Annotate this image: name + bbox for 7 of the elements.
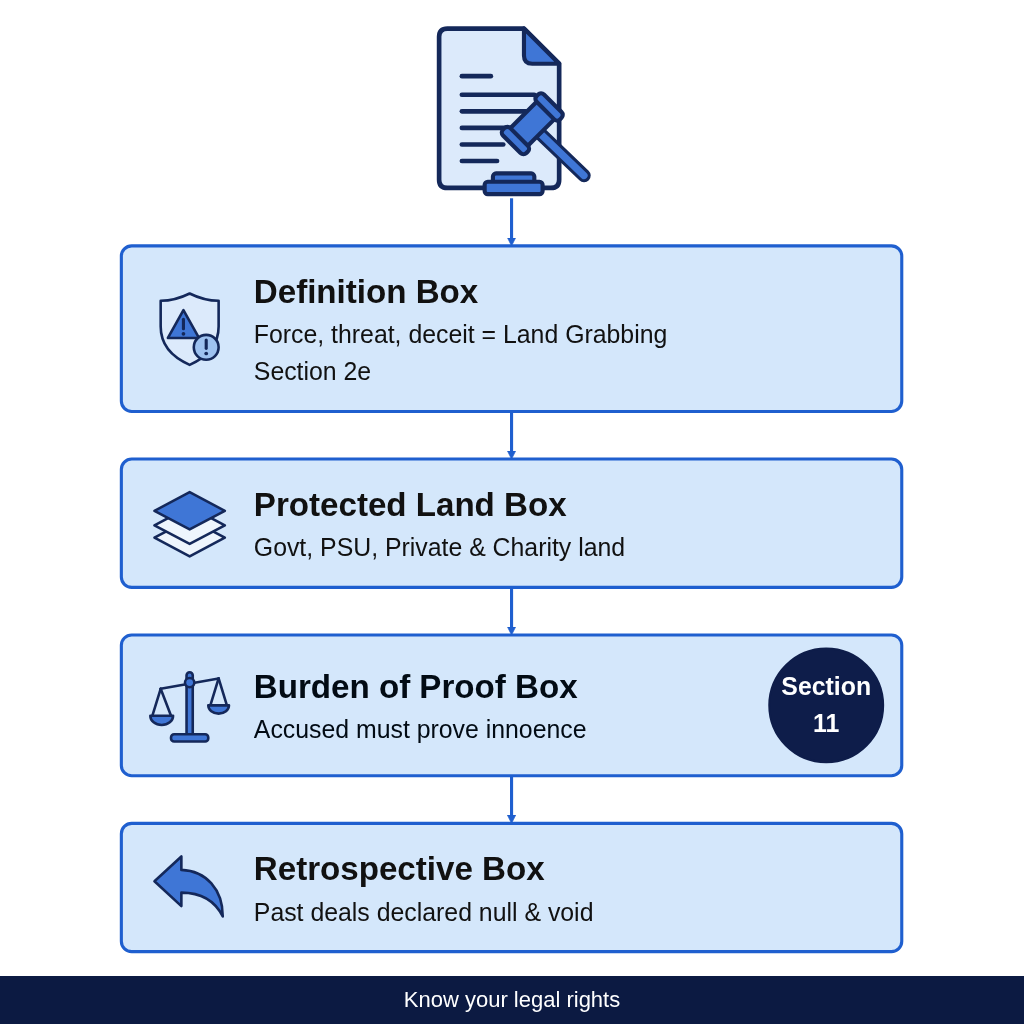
arrow [507, 411, 517, 460]
node-circle: Section 11 [768, 647, 885, 764]
arrow [507, 775, 517, 824]
node-box: Retrospective Box Past deals declared null & void [120, 821, 904, 954]
node-box: Definition Box Force, threat, deceit = Land Grabbing Section 2e [120, 244, 904, 413]
caption-banner: Know your legal rights [0, 976, 1024, 1024]
node-box: Protected Land Box Govt, PSU, Private & Charity land [120, 457, 904, 589]
